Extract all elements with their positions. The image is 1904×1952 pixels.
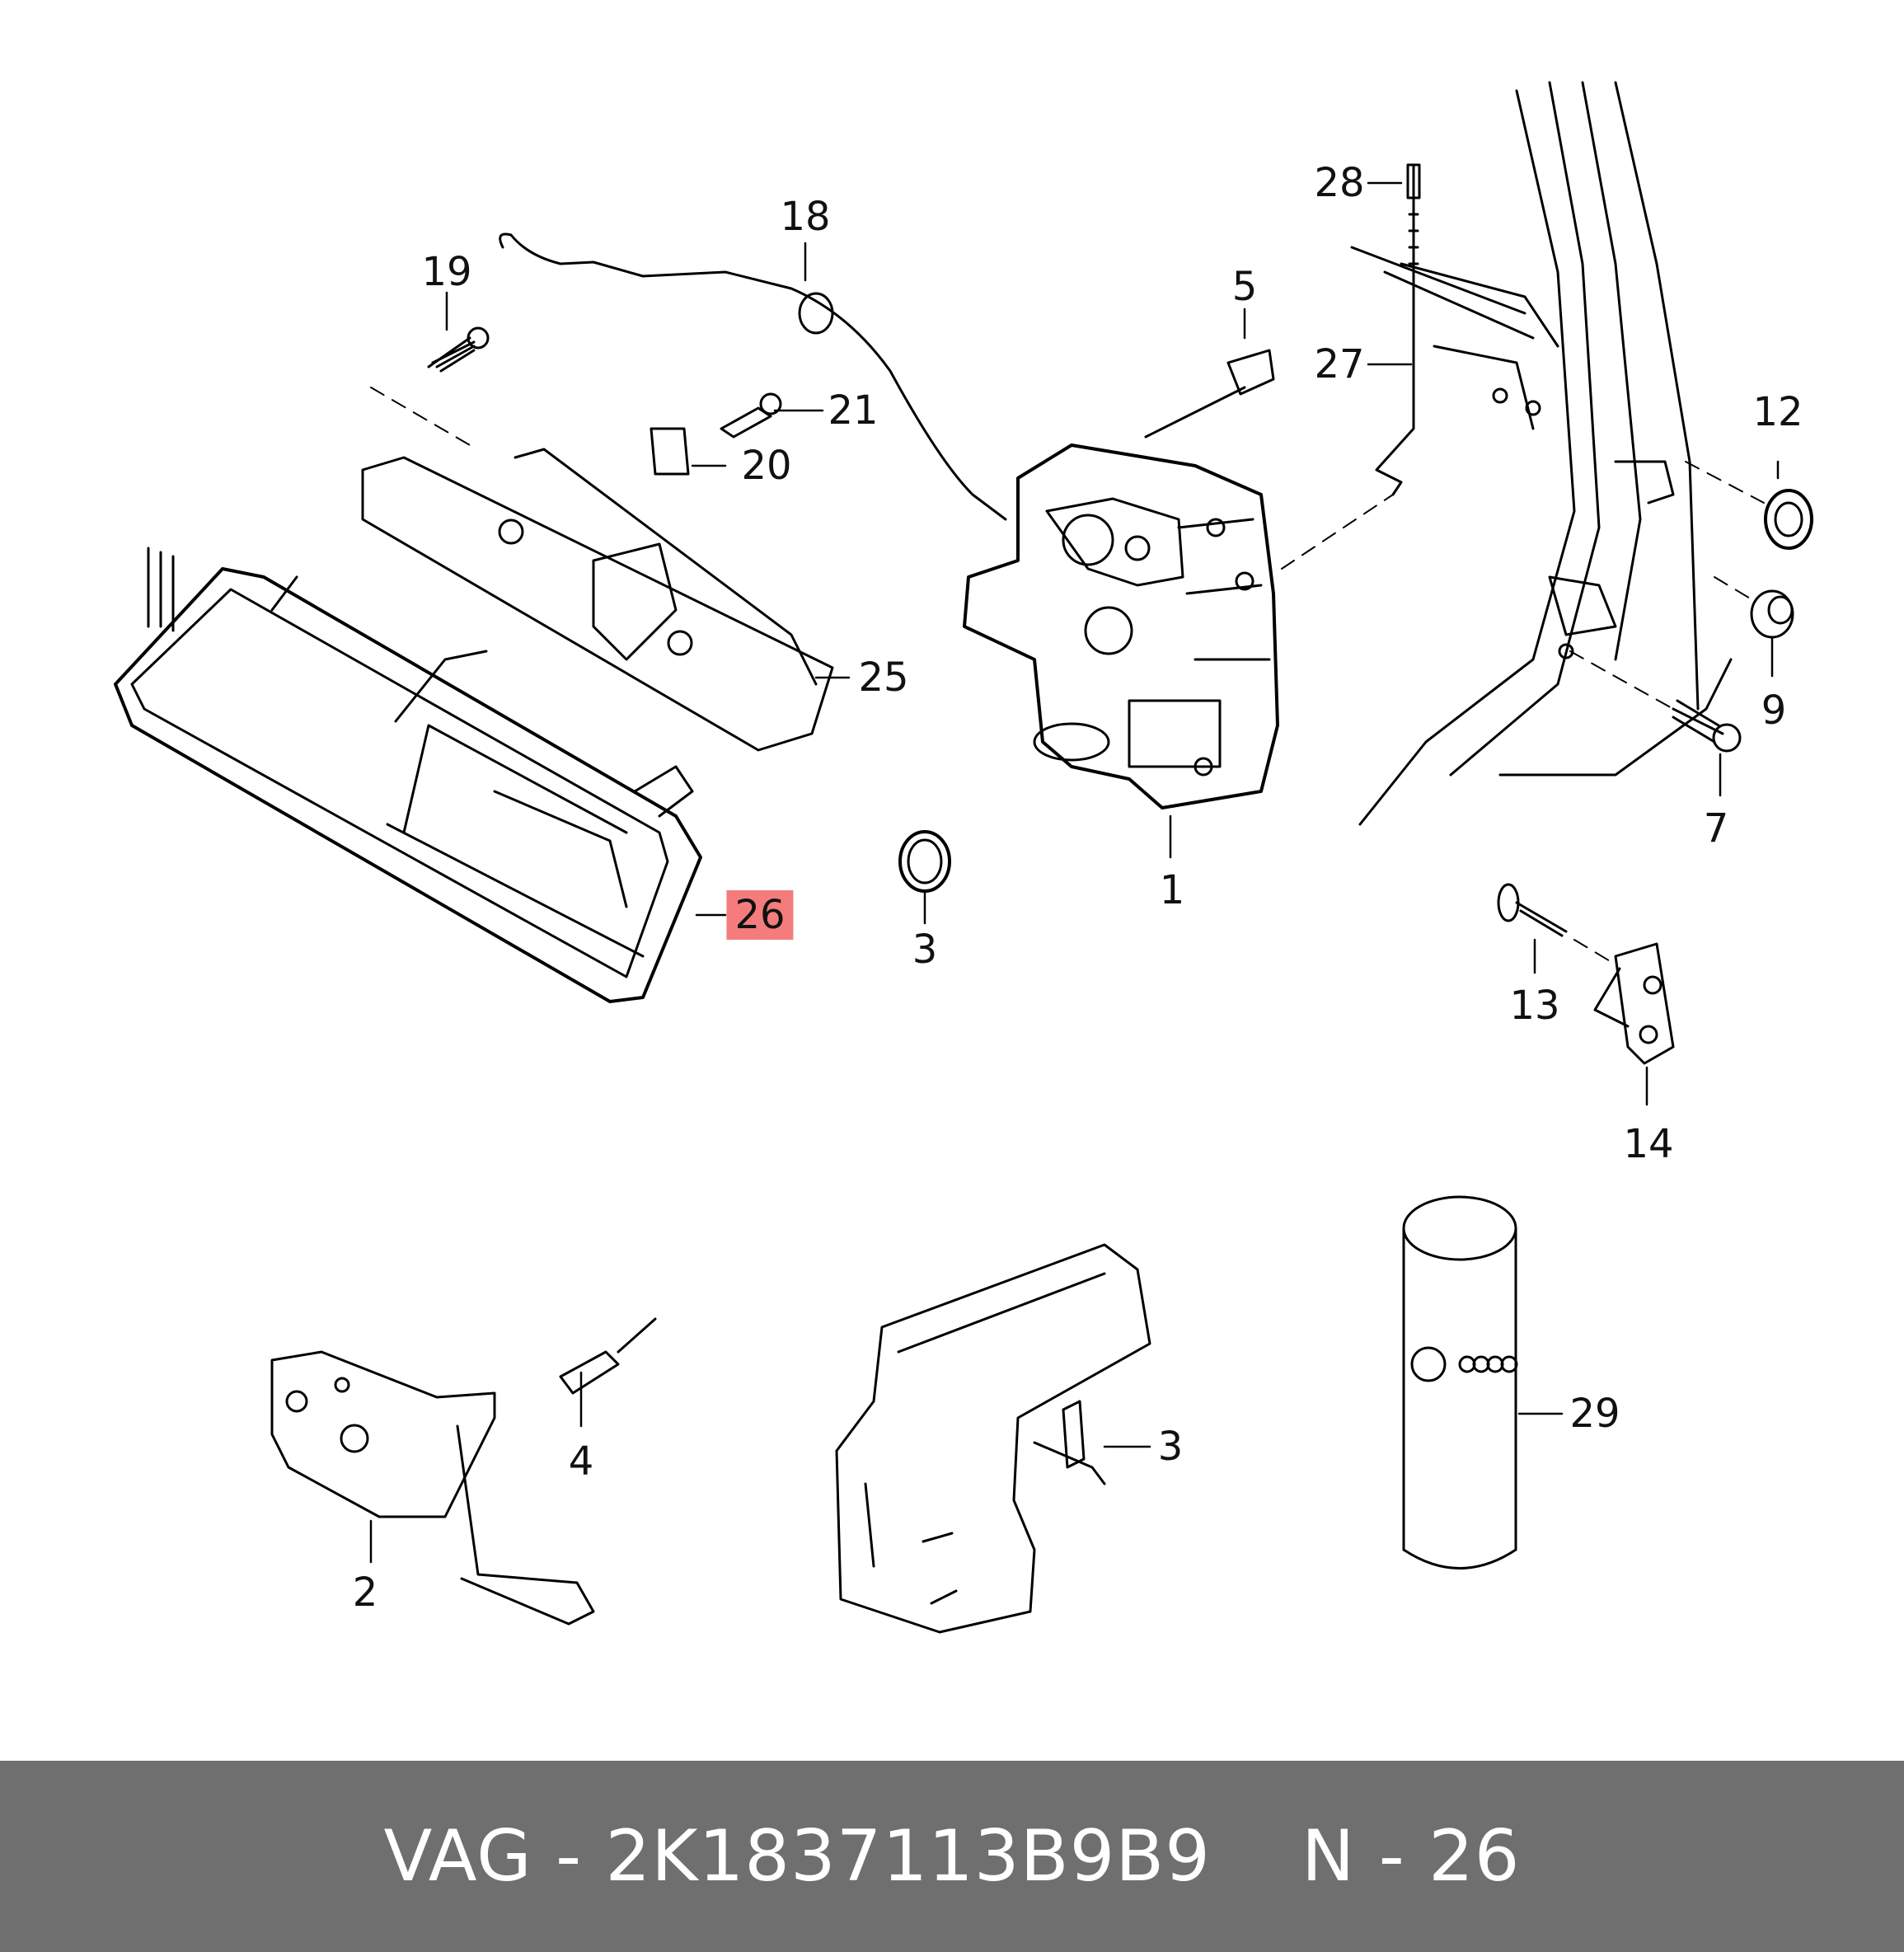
callout-9: 9 <box>1761 687 1787 734</box>
callout-5: 5 <box>1231 264 1258 310</box>
callout-29: 29 <box>1569 1391 1620 1437</box>
callout-20: 20 <box>741 443 792 489</box>
callout-3-housing: 3 <box>1157 1424 1184 1470</box>
part-4-rivet <box>559 1317 657 1395</box>
callout-3-oring: 3 <box>912 927 938 973</box>
callout-7: 7 <box>1703 805 1729 852</box>
part-7-bolt <box>1672 699 1742 753</box>
door-dash-line-9 <box>1714 576 1756 603</box>
part-29-grease-can <box>1402 1195 1518 1570</box>
footer-bar: VAG - 2K1837113B9B9 N - 26 <box>0 1761 1904 1952</box>
footer-part-number: VAG - 2K1837113B9B9 <box>383 1815 1212 1898</box>
part-5-actuator-rod <box>1144 349 1275 439</box>
part-14-striker <box>1593 942 1675 1065</box>
callout-19: 19 <box>421 249 472 295</box>
door-dash-line-7 <box>1569 650 1674 710</box>
callout-28: 28 <box>1314 160 1365 206</box>
door-frame <box>1350 81 1733 826</box>
part-3-o-ring-inner <box>907 838 943 884</box>
part-3-housing <box>835 1243 1151 1634</box>
part-19-dash-line <box>370 387 471 446</box>
part-20-clip <box>650 427 690 476</box>
callout-13: 13 <box>1509 983 1560 1029</box>
part-19-screw <box>427 326 490 373</box>
callout-27: 27 <box>1314 341 1365 387</box>
part-28-knob <box>1406 163 1421 199</box>
part-13-dash-line <box>1573 939 1616 965</box>
part-18-cable <box>499 232 1007 521</box>
callout-18: 18 <box>780 194 831 240</box>
callout-2: 2 <box>352 1570 378 1616</box>
callout-12: 12 <box>1752 389 1803 435</box>
footer-page-ref: N - 26 <box>1301 1815 1521 1898</box>
part-1-door-lock <box>963 443 1279 809</box>
part-26-handle-bezel <box>114 547 702 1003</box>
callout-14: 14 <box>1623 1121 1674 1167</box>
part-9-plug <box>1750 589 1794 639</box>
leader-lines <box>369 181 1780 1564</box>
part-25-trim-carrier <box>361 448 834 752</box>
part-1-dash-line <box>1281 494 1394 570</box>
part-21-screw <box>720 392 782 439</box>
callout-26-highlighted: 26 <box>726 890 794 940</box>
callout-4: 4 <box>568 1438 594 1485</box>
callout-25: 25 <box>858 655 909 701</box>
part-2-bracket <box>270 1350 595 1626</box>
part-12-grommet <box>1764 489 1813 550</box>
door-dash-line-12 <box>1685 461 1765 504</box>
callout-1: 1 <box>1159 867 1185 913</box>
part-27-lock-rod <box>1375 163 1419 496</box>
parts-diagram: 18 19 21 20 25 26 3 1 5 28 27 12 9 7 13 … <box>114 81 1813 1634</box>
part-13-screw <box>1497 883 1568 937</box>
callout-21: 21 <box>828 387 879 434</box>
